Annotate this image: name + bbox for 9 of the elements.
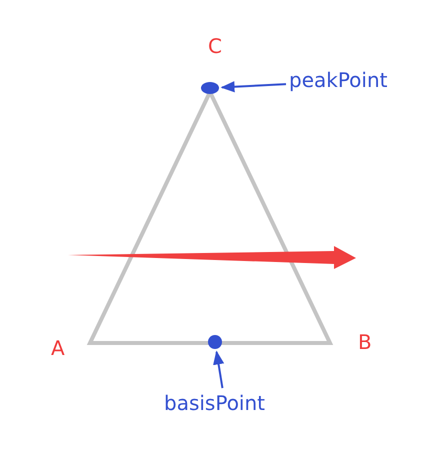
vertex-label: B	[358, 330, 372, 354]
vertex-label: A	[51, 336, 65, 360]
point-name-label: peakPoint	[289, 68, 388, 92]
dot-marker	[201, 82, 219, 94]
dot-marker	[208, 335, 222, 349]
leader-arrow	[220, 81, 286, 92]
point-name-label: basisPoint	[164, 391, 266, 415]
vertex-label: C	[208, 34, 222, 58]
leader-arrow	[213, 350, 224, 388]
